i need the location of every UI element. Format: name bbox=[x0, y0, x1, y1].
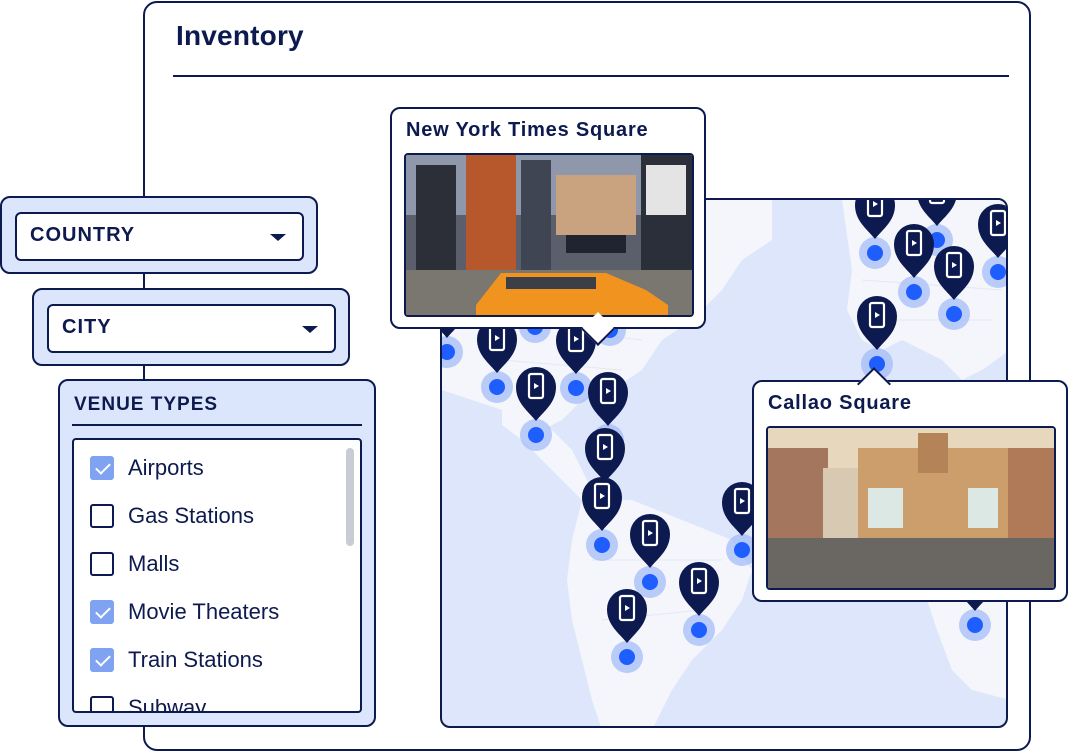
country-filter: COUNTRY bbox=[0, 196, 318, 274]
popup-title: Callao Square bbox=[768, 392, 912, 414]
venue-types-heading: VENUE TYPES bbox=[74, 394, 219, 415]
screen-pin-icon[interactable] bbox=[976, 200, 1006, 294]
venue-item-label: Gas Stations bbox=[128, 503, 254, 528]
country-select[interactable]: COUNTRY bbox=[15, 212, 304, 261]
screen-pin-icon[interactable] bbox=[580, 467, 624, 567]
venue-item-label: Airports bbox=[128, 455, 204, 480]
venue-item-label: Movie Theaters bbox=[128, 599, 280, 624]
screen-pin-icon[interactable] bbox=[853, 200, 897, 275]
venue-item-label: Train Stations bbox=[128, 647, 263, 672]
screen-pin-icon[interactable] bbox=[475, 309, 519, 409]
filter-connector bbox=[143, 362, 145, 382]
venue-item-airports[interactable]: Airports bbox=[90, 453, 204, 483]
city-filter: CITY bbox=[32, 288, 350, 366]
screen-pin-icon[interactable] bbox=[932, 236, 976, 336]
city-select-value: CITY bbox=[62, 316, 112, 338]
venue-item-gas-stations[interactable]: Gas Stations bbox=[90, 501, 254, 531]
filter-connector bbox=[143, 270, 145, 292]
venue-popup-callao-square[interactable]: Callao Square bbox=[752, 367, 1068, 602]
country-select-value: COUNTRY bbox=[30, 224, 136, 246]
checkbox[interactable] bbox=[90, 600, 114, 624]
venue-photo bbox=[404, 153, 694, 317]
screen-pin-icon[interactable] bbox=[677, 552, 721, 652]
checkbox[interactable] bbox=[90, 504, 114, 528]
checkbox[interactable] bbox=[90, 696, 114, 711]
title-divider bbox=[173, 75, 1009, 77]
screen-pin-icon[interactable] bbox=[628, 504, 672, 604]
venue-item-malls[interactable]: Malls bbox=[90, 549, 179, 579]
chevron-down-icon bbox=[270, 234, 286, 241]
venue-item-label: Subway bbox=[128, 695, 207, 713]
popup-title: New York Times Square bbox=[406, 119, 649, 141]
page-title: Inventory bbox=[176, 20, 304, 51]
land-south-america bbox=[567, 500, 752, 726]
venue-types-list[interactable]: Airports Gas Stations Malls Movie Theate… bbox=[72, 438, 362, 713]
checkbox[interactable] bbox=[90, 456, 114, 480]
venue-item-movie-theaters[interactable]: Movie Theaters bbox=[90, 597, 279, 627]
city-select[interactable]: CITY bbox=[47, 304, 336, 353]
venue-popup-times-square[interactable]: New York Times Square bbox=[390, 107, 706, 346]
screen-pin-icon[interactable] bbox=[605, 579, 649, 679]
list-scrollbar[interactable] bbox=[346, 448, 354, 546]
venue-types-filter: VENUE TYPES Airports Gas Stations Malls … bbox=[58, 379, 376, 727]
venue-item-train-stations[interactable]: Train Stations bbox=[90, 645, 263, 675]
screen-pin-icon[interactable] bbox=[892, 214, 936, 314]
checkbox[interactable] bbox=[90, 552, 114, 576]
venue-types-divider bbox=[72, 424, 362, 426]
venue-item-subway[interactable]: Subway bbox=[90, 693, 207, 713]
chevron-down-icon bbox=[302, 326, 318, 333]
checkbox[interactable] bbox=[90, 648, 114, 672]
venue-item-label: Malls bbox=[128, 551, 180, 576]
venue-photo bbox=[766, 426, 1056, 590]
screen-pin-icon[interactable] bbox=[514, 357, 558, 457]
